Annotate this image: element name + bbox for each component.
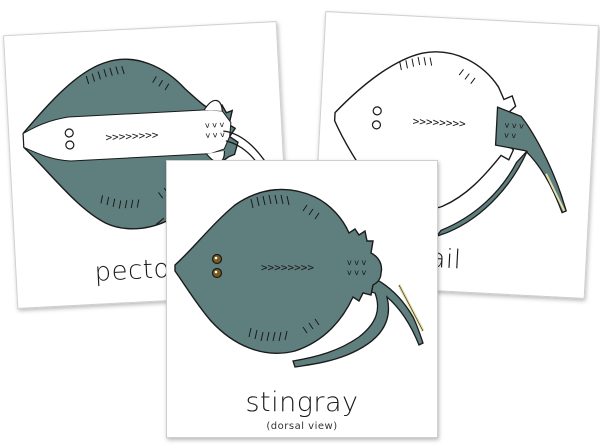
tail-shape	[292, 266, 424, 368]
central-body-band	[22, 109, 232, 162]
dorsal-chevrons: >>>>>>>>	[261, 261, 314, 274]
svg-text:>>>>>>>>: >>>>>>>>	[412, 115, 466, 131]
card-title: stingray	[245, 387, 359, 418]
eye-icon	[64, 128, 75, 150]
eye-icon	[211, 253, 223, 279]
svg-text:v v v: v v v	[205, 120, 225, 130]
svg-text:v v v: v v v	[504, 121, 524, 131]
eye-icon	[371, 106, 382, 130]
nomenclature-card-pectoral: >>>>>>>> v v v v v v pector	[3, 21, 291, 309]
tail-shape	[494, 106, 568, 214]
svg-text:v v v: v v v	[205, 130, 225, 140]
svg-text:v v v: v v v	[347, 258, 367, 267]
svg-text:v v: v v	[504, 131, 517, 141]
stingray-pectoral-illustration: >>>>>>>> v v v v v v	[22, 58, 275, 230]
nomenclature-card-stingray: >>>>>>>> v v v v v v stingray (dorsal vi…	[166, 160, 438, 438]
stingray-illustration: >>>>>>>> v v v v v v	[174, 188, 425, 368]
svg-text:v v v: v v v	[347, 268, 367, 277]
ray-body	[174, 188, 383, 354]
svg-text:>>>>>>>>: >>>>>>>>	[105, 128, 159, 144]
card-subtitle: (dorsal view)	[266, 421, 338, 432]
fin-edge-hatching	[248, 194, 320, 342]
